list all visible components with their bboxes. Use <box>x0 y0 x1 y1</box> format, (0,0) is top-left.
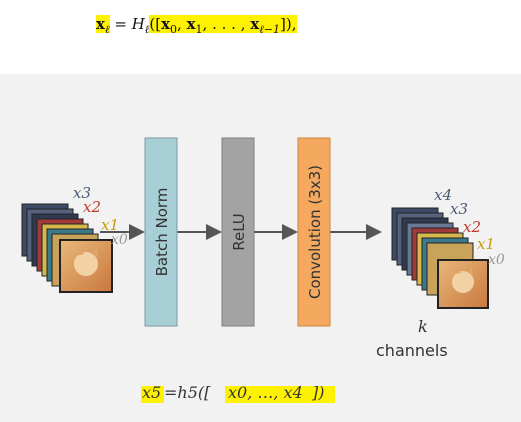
convolution-block <box>297 137 331 327</box>
bottom-eq-func: =h5([ <box>164 383 211 402</box>
output-label-x3: x3 <box>450 200 468 218</box>
convolution-label: Convolution (3x3) <box>306 165 324 299</box>
output-label-x4: x4 <box>434 186 452 204</box>
k-label: k <box>418 317 428 336</box>
channels-label: channels <box>376 341 448 360</box>
input-label-x3: x3 <box>73 184 91 202</box>
top-equation-area: xℓ = Hℓ([x0, x1, . . . , xℓ−1]), <box>0 0 521 74</box>
bottom-eq-args: x0, …, x4 <box>228 383 303 402</box>
bottom-eq-close: ]) <box>311 383 324 402</box>
relu-block <box>221 137 255 327</box>
input-label-x2: x2 <box>83 198 101 216</box>
eq-func: H <box>131 15 145 33</box>
bottom-eq-lhs-highlight <box>141 386 164 403</box>
output-feature-stack <box>391 207 489 309</box>
bottom-eq-lhs: x5 <box>142 383 161 402</box>
eq-func-sub: ℓ <box>144 23 150 36</box>
eq-close: ]), <box>280 15 297 33</box>
dense-block-diagram: x3 x2 x1 x0 Batch Norm ReLU Convolution … <box>21 137 505 403</box>
top-equation: xℓ = Hℓ([x0, x1, . . . , xℓ−1]), <box>96 15 297 36</box>
input-label-x1: x1 <box>101 216 119 234</box>
relu-label: ReLU <box>230 213 248 251</box>
eq-lhs: xℓ <box>96 15 110 36</box>
diagram-panel: x3 x2 x1 x0 Batch Norm ReLU Convolution … <box>0 74 521 422</box>
output-label-x2: x2 <box>463 218 481 236</box>
output-label-x1: x1 <box>477 235 495 253</box>
eq-open: ([ <box>149 15 162 33</box>
input-label-x0: x0 <box>111 232 128 248</box>
eq-args: x0, x1, . . . , xℓ−1 <box>161 15 281 36</box>
input-feature-stack <box>21 203 113 293</box>
output-label-x0: x0 <box>488 252 505 268</box>
bottom-eq-args-highlight <box>225 386 335 403</box>
batch-norm-label: Batch Norm <box>153 188 171 277</box>
eq-equals: = <box>114 15 127 33</box>
batch-norm-block <box>144 137 178 327</box>
